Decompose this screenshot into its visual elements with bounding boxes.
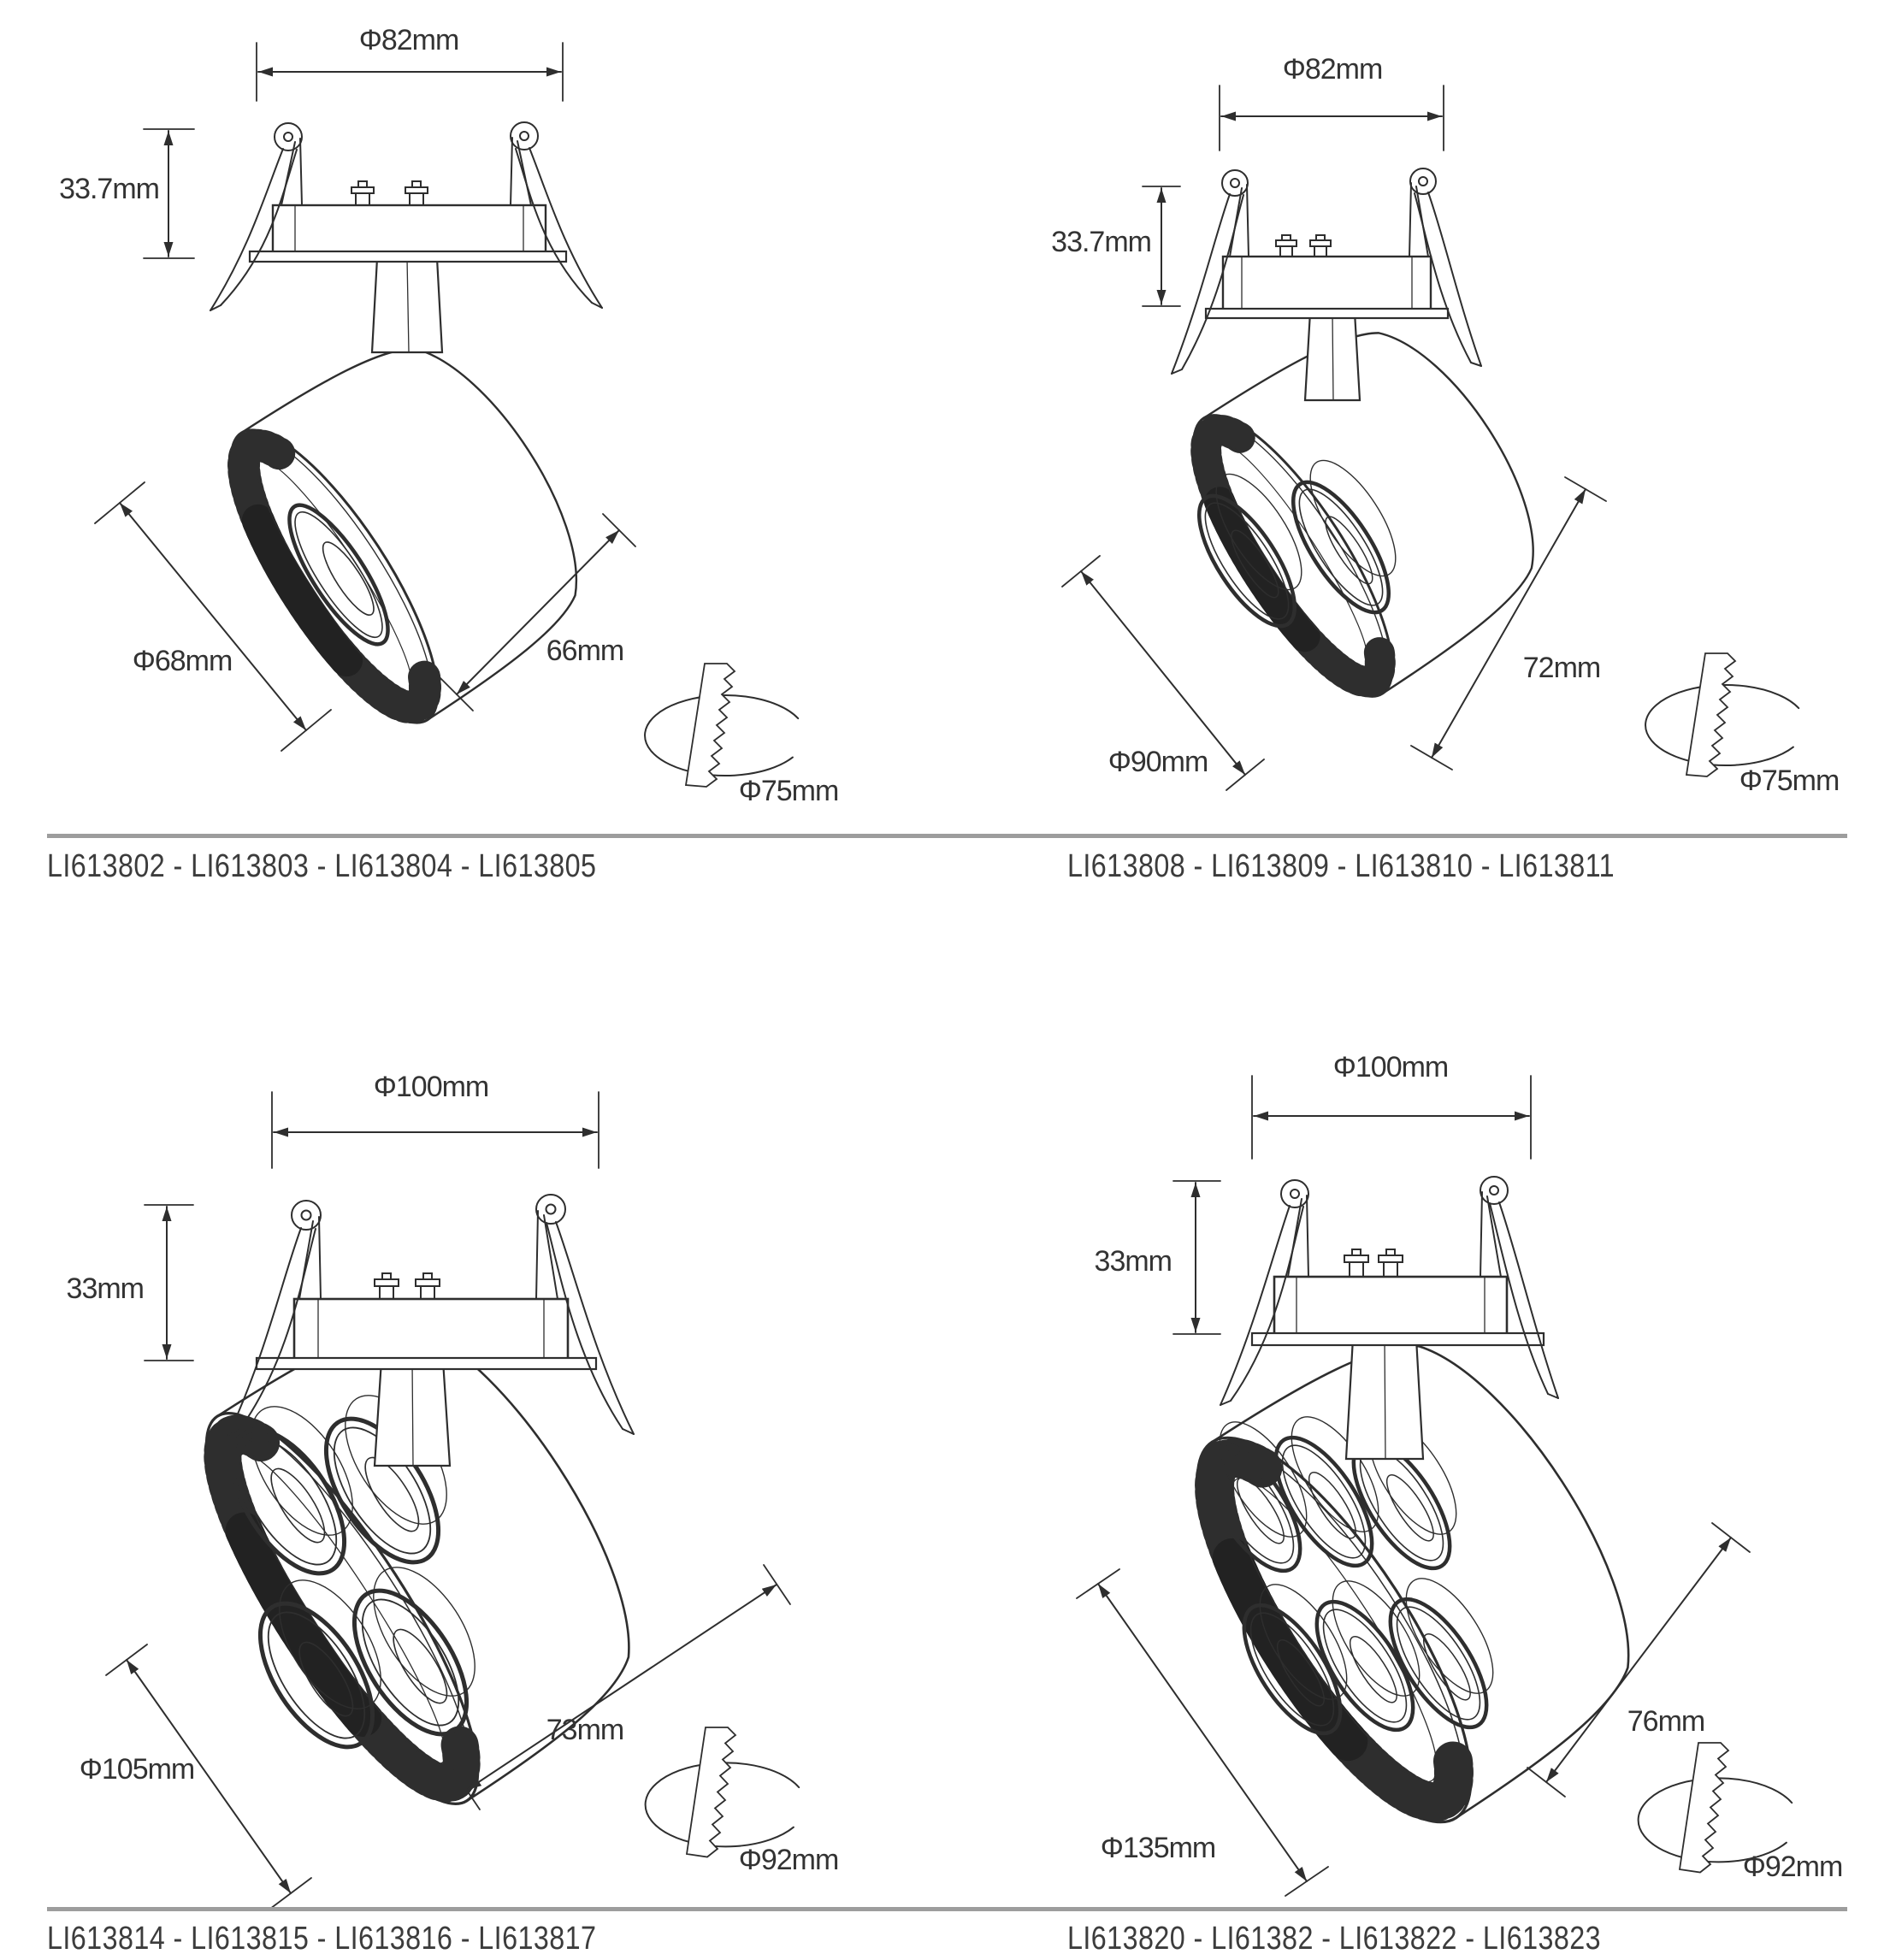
dimension-head-length <box>452 1564 791 1810</box>
lens <box>351 1588 470 1737</box>
lens-back-cups <box>1215 459 1397 591</box>
label-cutout-diameter: Φ75mm <box>739 775 839 807</box>
spotlight-head <box>204 1325 630 1805</box>
mounting-bracket <box>1220 1176 1559 1406</box>
spring-clip-right <box>1480 1176 1559 1399</box>
technical-drawing-top-right: Φ82mm 33.7mm Φ90mm 72mm Φ75mm <box>1051 53 1840 797</box>
lens <box>1388 1597 1489 1730</box>
dimension-head-length <box>1527 1522 1751 1798</box>
label-mounting-diameter: Φ100mm <box>374 1071 489 1103</box>
dimension-head-diameter <box>1061 555 1265 791</box>
spring-clip-right <box>510 121 603 309</box>
cutout-hole <box>1637 1742 1793 1874</box>
lens <box>1291 480 1391 615</box>
cutout-hole <box>644 1727 800 1858</box>
dimension-head-diameter <box>1076 1568 1329 1897</box>
label-head-length: 72mm <box>1523 652 1600 684</box>
label-head-length: 76mm <box>1627 1705 1704 1738</box>
label-recess-depth: 33.7mm <box>59 173 159 205</box>
label-mounting-diameter: Φ82mm <box>1283 53 1383 86</box>
label-recess-depth: 33mm <box>67 1272 144 1305</box>
label-cutout-diameter: Φ92mm <box>739 1844 839 1876</box>
label-head-diameter: Φ105mm <box>80 1753 195 1786</box>
fixing-screws <box>1275 234 1332 257</box>
dimension-mounting-diameter <box>1251 1075 1532 1160</box>
product-codes-top-left: LI613802 - LI613803 - LI613804 - LI61380… <box>47 848 597 884</box>
dimension-mounting-diameter <box>271 1091 600 1169</box>
mounting-bracket <box>210 121 603 311</box>
cutout-hole <box>644 663 800 788</box>
dimension-mounting-diameter <box>256 42 564 102</box>
product-codes-bottom-left: LI613814 - LI613815 - LI613816 - LI61381… <box>47 1921 597 1957</box>
technical-drawing-bottom-left: Φ100mm 33mm Φ105mm 73mm Φ92mm <box>67 1071 839 1910</box>
label-mounting-diameter: Φ100mm <box>1333 1051 1449 1083</box>
lens <box>323 1416 441 1565</box>
dimension-mounting-diameter <box>1219 85 1444 151</box>
dimension-recess-depth <box>1142 186 1181 307</box>
spring-clip-left <box>1171 169 1249 375</box>
spring-clip-left <box>1220 1179 1309 1406</box>
spring-clip-left <box>210 122 303 311</box>
divider-top <box>47 834 1847 838</box>
label-recess-depth: 33.7mm <box>1051 226 1151 258</box>
spring-clip-right <box>1409 168 1482 367</box>
mounting-bracket <box>1171 168 1482 375</box>
divider-bottom <box>47 1907 1847 1911</box>
label-head-length: 73mm <box>546 1714 623 1746</box>
label-head-length: 66mm <box>546 635 623 667</box>
technical-drawing-bottom-right: Φ100mm 33mm Φ135mm 76mm Φ92mm <box>1076 1051 1843 1897</box>
dimension-head-diameter <box>94 481 332 752</box>
technical-drawing-top-left: Φ82mm 33.7mm Φ68mm 66mm Φ75mm <box>59 24 839 807</box>
dimension-head-length <box>1410 476 1607 770</box>
dimension-head-diameter <box>105 1644 312 1910</box>
lens <box>229 1427 347 1576</box>
label-cutout-diameter: Φ92mm <box>1743 1851 1843 1883</box>
spotlight-head <box>1190 332 1534 698</box>
product-codes-bottom-right: LI613820 - LI61382 - LI613822 - LI613823 <box>1067 1921 1602 1957</box>
dimension-head-length <box>440 513 636 711</box>
dimension-recess-depth <box>144 1204 194 1361</box>
label-cutout-diameter: Φ75mm <box>1739 765 1840 797</box>
fixing-screws <box>1344 1249 1403 1278</box>
lens <box>1314 1599 1415 1733</box>
lens <box>1202 1440 1302 1573</box>
spring-clip-left <box>227 1200 322 1436</box>
mounting-bracket <box>227 1194 635 1436</box>
dimension-recess-depth <box>143 128 195 259</box>
fixing-screws <box>374 1272 440 1300</box>
label-mounting-diameter: Φ82mm <box>359 24 459 56</box>
label-head-diameter: Φ68mm <box>133 645 233 677</box>
product-codes-top-right: LI613808 - LI613809 - LI613810 - LI61381… <box>1067 848 1615 884</box>
label-head-diameter: Φ135mm <box>1101 1832 1216 1864</box>
spotlight-head <box>227 347 578 724</box>
fixing-screws <box>351 180 428 206</box>
lens <box>1273 1435 1374 1568</box>
label-head-diameter: Φ90mm <box>1108 746 1208 778</box>
spring-clip-right <box>535 1194 635 1435</box>
dimension-recess-depth <box>1172 1180 1221 1335</box>
label-recess-depth: 33mm <box>1095 1245 1172 1278</box>
cutout-hole <box>1645 652 1800 777</box>
